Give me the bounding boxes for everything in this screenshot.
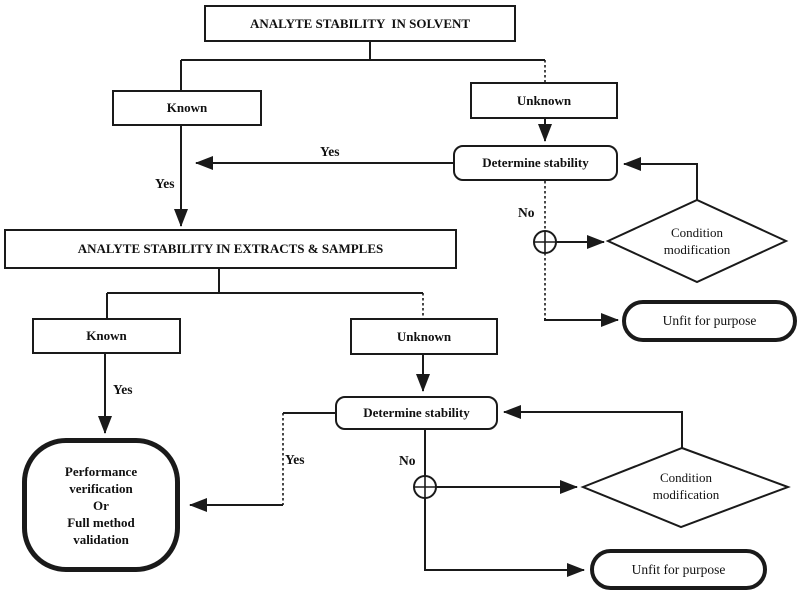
node-analyte-stability-extracts: ANALYTE STABILITY IN EXTRACTS & SAMPLES bbox=[4, 229, 457, 269]
node-performance-verification: Performance verification Or Full method … bbox=[22, 438, 180, 572]
edge-label-yes-determine2: Yes bbox=[285, 452, 305, 467]
edge-label-yes-known1: Yes bbox=[155, 176, 175, 191]
node-analyte-stability-solvent: ANALYTE STABILITY IN SOLVENT bbox=[204, 5, 516, 42]
node-known-solvent: Known bbox=[112, 90, 262, 126]
edge-to-unfit1 bbox=[544, 313, 619, 327]
edge-junction2-unfit2 bbox=[424, 498, 585, 577]
junction1-cross-icon bbox=[534, 231, 556, 253]
edge-condition2-determine2 bbox=[503, 405, 683, 448]
edge-label-yes-known2: Yes bbox=[113, 382, 133, 397]
node-unfit-for-purpose-solvent: Unfit for purpose bbox=[622, 300, 797, 342]
node-determine-stability-solvent: Determine stability bbox=[453, 145, 618, 181]
edge-condition1-determine1 bbox=[623, 157, 698, 200]
decision-condition2-shape bbox=[580, 446, 791, 529]
node-known-extracts: Known bbox=[32, 318, 181, 354]
decision-condition-modification-2: Condition modification bbox=[652, 470, 720, 502]
edge-label-no-determine1: No bbox=[518, 205, 535, 220]
edge-label-no-determine2: No bbox=[399, 453, 416, 468]
junction2-cross-icon bbox=[414, 476, 436, 498]
node-unknown-extracts: Unknown bbox=[350, 318, 498, 355]
node-determine-stability-extracts: Determine stability bbox=[335, 396, 498, 430]
edge-label-yes-merge: Yes bbox=[320, 144, 340, 159]
decision-condition1-shape bbox=[605, 198, 789, 284]
node-unknown-solvent: Unknown bbox=[470, 82, 618, 119]
decision-condition-modification-1: Condition modification bbox=[663, 225, 731, 257]
node-unfit-for-purpose-extracts: Unfit for purpose bbox=[590, 549, 767, 590]
